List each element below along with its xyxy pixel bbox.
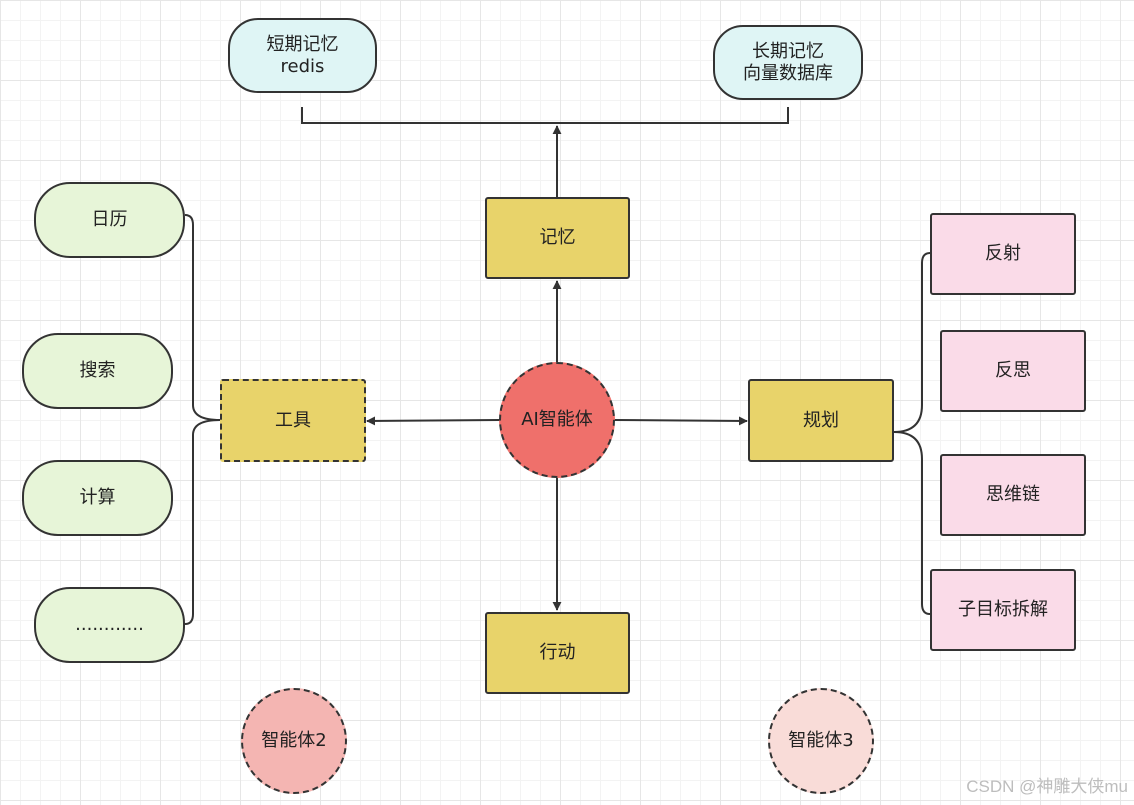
planning-item-label: 思维链	[986, 484, 1040, 506]
short-term-memory-detail: redis	[280, 55, 325, 77]
planning-label: 规划	[803, 409, 839, 431]
agent-to-planning-arrow	[613, 416, 748, 426]
watermark: CSDN @神雕大侠mu	[966, 777, 1128, 796]
planning-item-subgoal-decomposition[interactable]: 子目标拆解	[930, 569, 1076, 651]
action-label: 行动	[539, 642, 576, 664]
planning-brace	[893, 252, 931, 615]
long-term-memory-title: 长期记忆	[752, 40, 824, 62]
tool-item-search[interactable]: 搜索	[22, 333, 173, 409]
planning-item-label: 反思	[995, 360, 1031, 382]
ai-agent-node[interactable]: AI智能体	[499, 362, 615, 478]
short-term-memory-title: 短期记忆	[266, 33, 339, 55]
planning-item-label: 反射	[985, 243, 1021, 265]
agent-2-node[interactable]: 智能体2	[241, 688, 347, 794]
tool-item-label: 日历	[91, 209, 128, 231]
agent-to-tools-arrow	[366, 416, 501, 426]
ai-agent-label: AI智能体	[521, 409, 593, 431]
agent-3-node[interactable]: 智能体3	[768, 688, 874, 794]
tools-node[interactable]: 工具	[220, 379, 366, 462]
tool-item-label: ............	[75, 614, 144, 636]
tools-brace	[184, 214, 221, 625]
planning-item-introspection[interactable]: 反思	[940, 330, 1086, 412]
tool-item-calendar[interactable]: 日历	[34, 182, 185, 258]
memory-node[interactable]: 记忆	[485, 197, 630, 279]
tools-label: 工具	[275, 409, 311, 431]
planning-item-reflection[interactable]: 反射	[930, 213, 1076, 295]
memory-bracket	[301, 107, 789, 124]
planning-item-chain-of-thought[interactable]: 思维链	[940, 454, 1086, 536]
long-term-memory-detail: 向量数据库	[743, 62, 833, 84]
agent-3-label: 智能体3	[788, 730, 854, 752]
action-node[interactable]: 行动	[485, 612, 630, 694]
agent-2-label: 智能体2	[261, 730, 327, 752]
long-term-memory-node[interactable]: 长期记忆向量数据库	[713, 25, 863, 100]
memory-label: 记忆	[539, 227, 576, 249]
tool-item-label: 搜索	[79, 360, 116, 382]
tool-item-label: 计算	[79, 487, 116, 509]
tool-item-calculate[interactable]: 计算	[22, 460, 173, 536]
tool-item-more[interactable]: ............	[34, 587, 185, 663]
planning-node[interactable]: 规划	[748, 379, 894, 462]
planning-item-label: 子目标拆解	[958, 599, 1048, 621]
